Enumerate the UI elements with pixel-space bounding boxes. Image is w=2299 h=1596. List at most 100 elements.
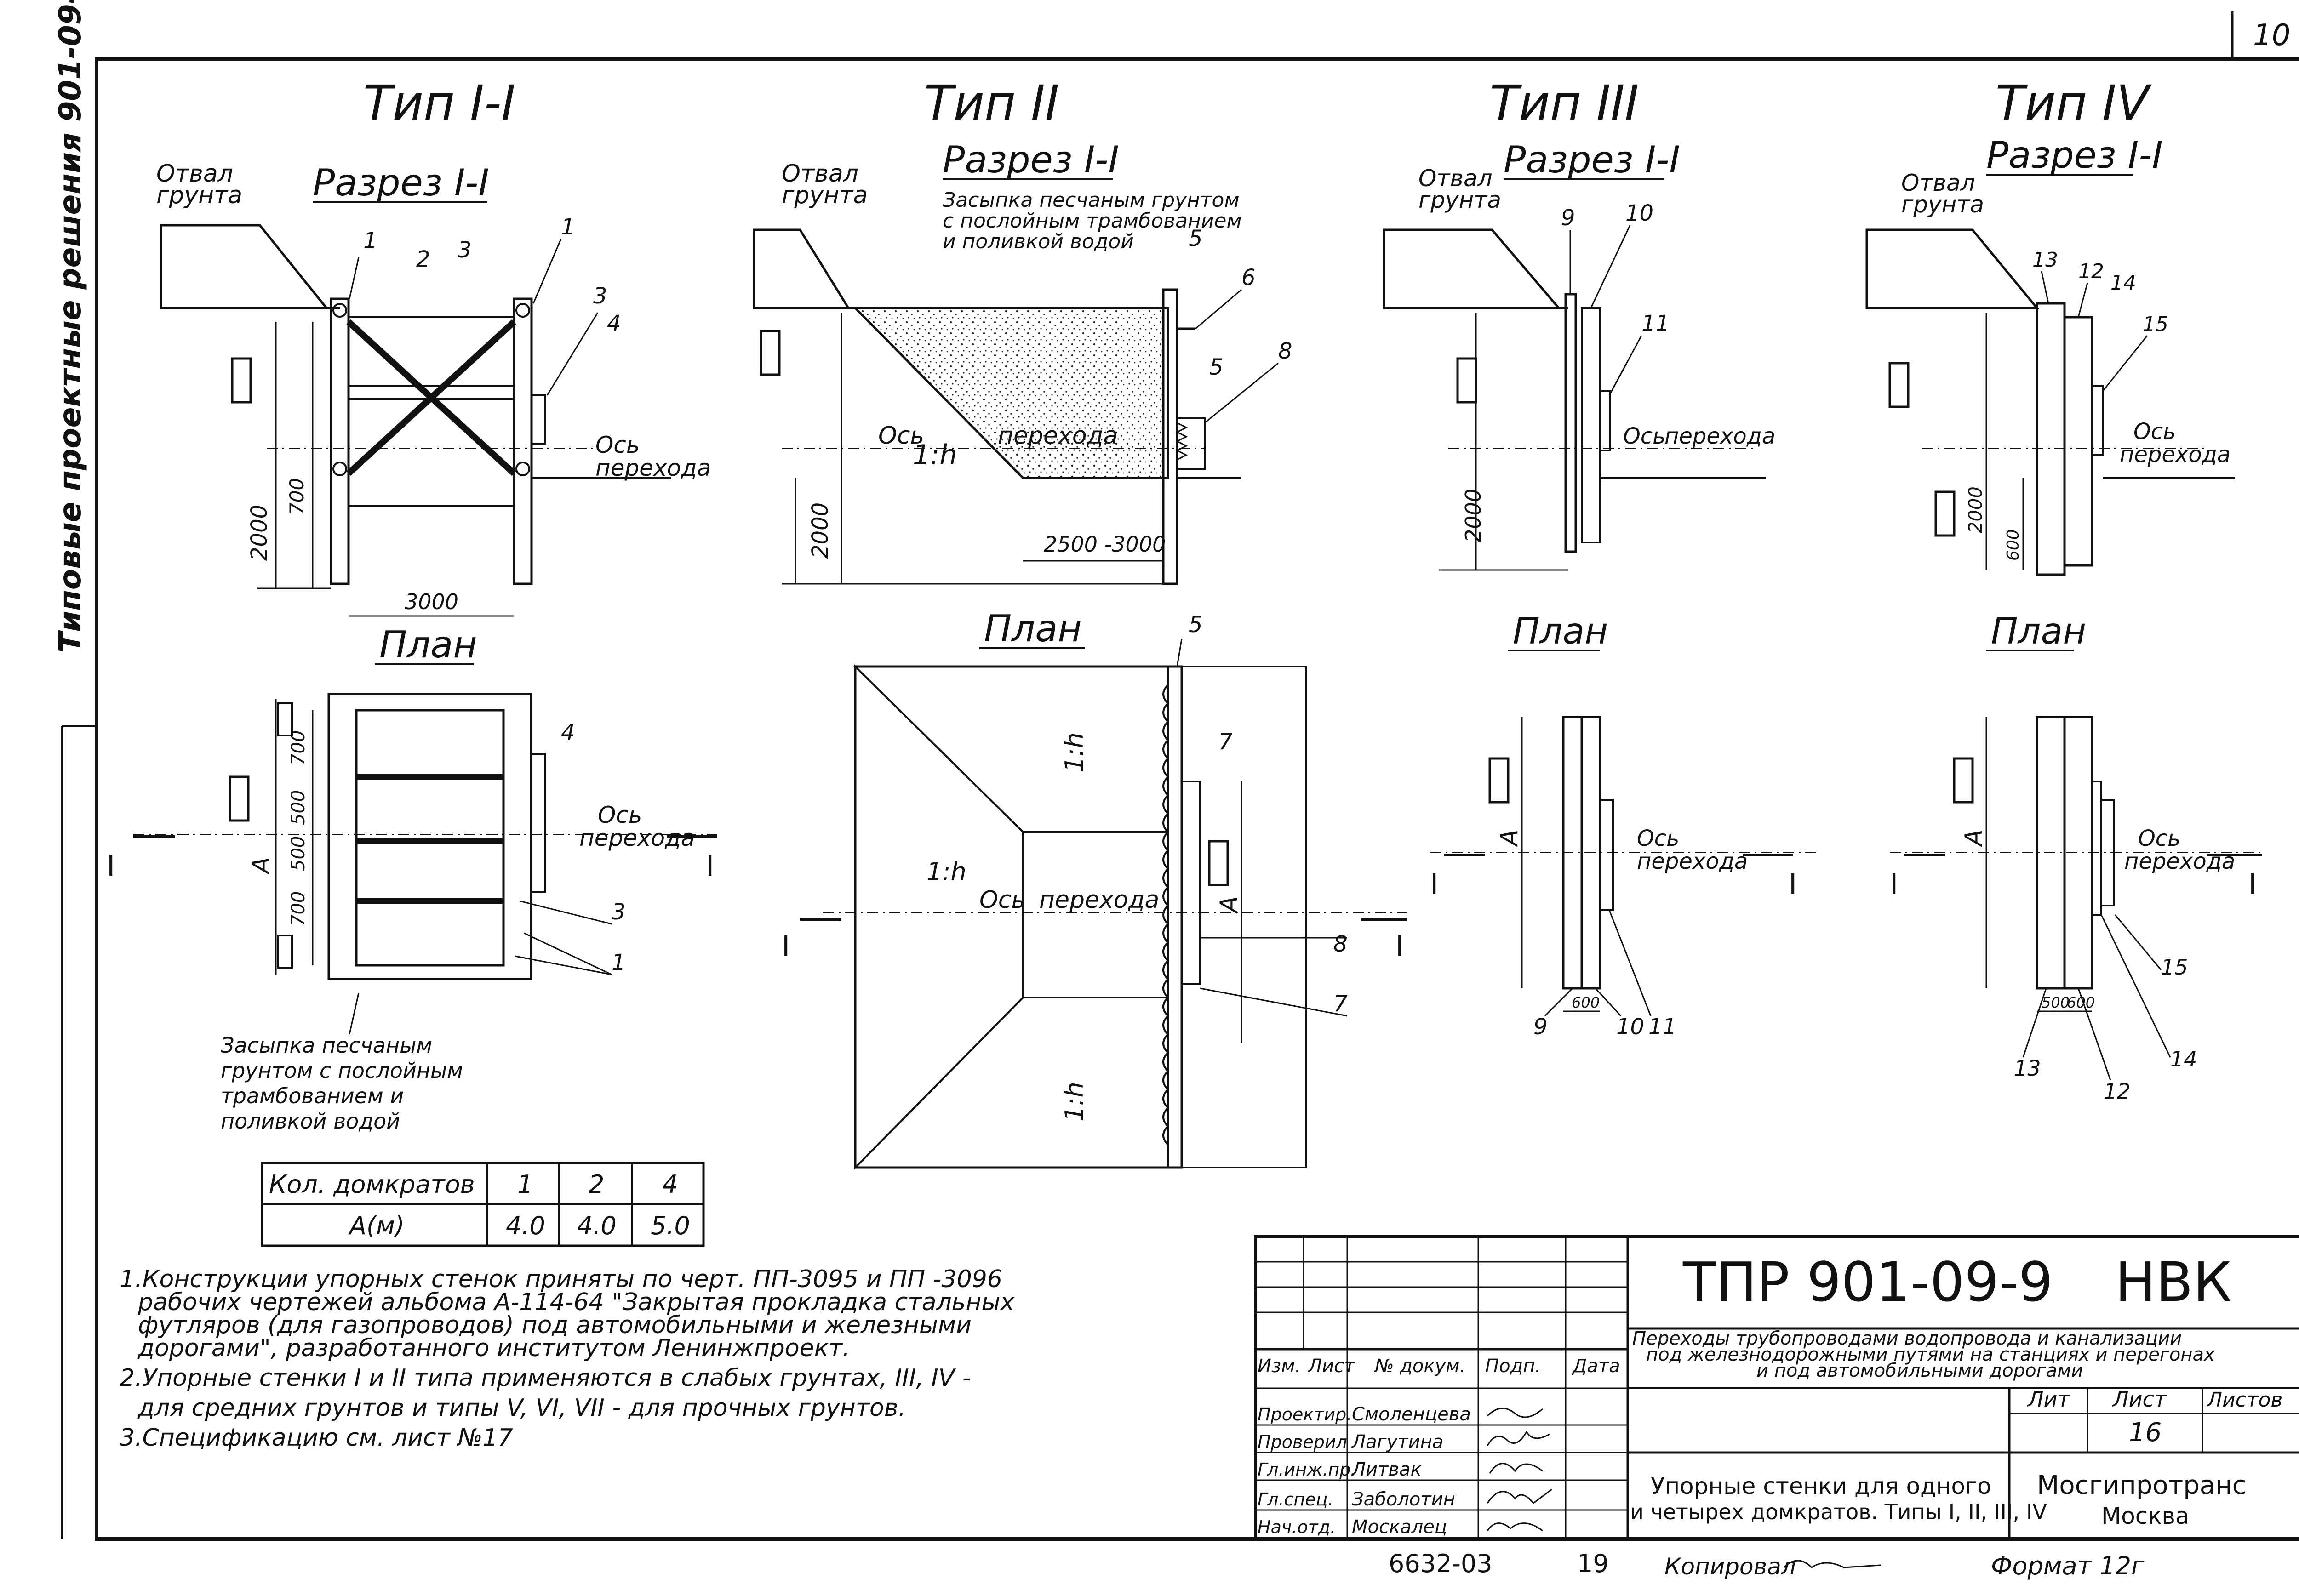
type-2-plan-leader-7 <box>1200 987 1348 1017</box>
type-4-soil-label-2: грунта <box>1901 191 1984 218</box>
jack-table-value-3: 5.0 <box>651 1211 690 1240</box>
type-2-section-title: Разрез I-I <box>943 138 1119 181</box>
type-1-right-post <box>513 297 533 585</box>
note-line-2: рабочих чертежей альбома А-114-64 "Закры… <box>137 1288 1015 1316</box>
type-2-plan-axis-label-1: Ось <box>979 886 1025 914</box>
type-4-plan-dim-500: 500 <box>2042 994 2070 1011</box>
type-3-plan-axis-label-1: Ось <box>1637 826 1679 851</box>
note-line-3: футляров (для газопроводов) под автомоби… <box>138 1311 972 1339</box>
type-1-pin-top-left <box>332 303 347 318</box>
type-4-plan-facing <box>2091 781 2102 916</box>
type-3-callout-9: 9 <box>1561 205 1575 231</box>
jack-table: Кол. домкратов 1 2 4 А(м) 4.0 4.0 5.0 <box>261 1162 705 1247</box>
type-1-pin-top-right <box>515 303 530 318</box>
notes: 1.Конструкции упорных стенок приняты по … <box>120 1265 1015 1452</box>
type-1-fill-note-leader <box>349 992 360 1035</box>
type-2-callout-5b: 5 <box>1209 354 1224 380</box>
type-2-backfill <box>855 308 1163 478</box>
type-3-group: Тип III Разрез I-I Отвал грунта Ось пере… <box>1383 75 1816 1040</box>
type-3-section-mark-left: I <box>1430 867 1438 901</box>
type-4-leader-12 <box>2077 282 2088 318</box>
type-2-leader-6 <box>1195 289 1242 330</box>
type-4-section-title: Разрез I-I <box>1986 134 2163 177</box>
type-1-leader-1 <box>349 257 360 299</box>
tb-sheet-header-lit: Лит <box>2027 1387 2070 1412</box>
type-3-plan-callout-11: 11 <box>1648 1014 1676 1040</box>
type-1-left-post <box>330 297 350 585</box>
type-3-leader-10 <box>1590 225 1631 308</box>
type-4-callout-12: 12 <box>2078 260 2104 283</box>
type-4-leader-15 <box>2102 335 2148 391</box>
type-3-plan-a: А <box>1496 829 1523 847</box>
type-1-section-marks: I I <box>107 835 717 883</box>
type-2-plan-pit <box>1022 831 1169 998</box>
type-1-dim-2000: 2000 <box>246 505 272 561</box>
type-1-callout-4: 1 <box>561 214 575 240</box>
type-1-callout-1: 2 <box>416 246 430 272</box>
type-4-section-mark-right: I <box>2248 867 2257 901</box>
type-1-fill-note-2: грунтом с послойным <box>221 1058 463 1083</box>
type-1-jack-plate <box>531 394 546 445</box>
type-4-plan-callout-14: 14 <box>2170 1047 2197 1072</box>
type-4-plan-callout-12: 12 <box>2104 1079 2131 1104</box>
type-1-section-mark-right: I <box>706 849 714 883</box>
type-1-plan-jack-plate <box>530 753 546 893</box>
page-number: 10 <box>2253 18 2290 52</box>
tb-organization: Мосгипротранс <box>2037 1471 2247 1500</box>
type-1-plan-leader-3 <box>519 900 612 925</box>
type-3-plan-title: План <box>1513 611 1608 652</box>
type-1-pin-bottom-left <box>332 462 347 476</box>
type-1-plan-pit-marker <box>229 775 250 822</box>
type-4-soil-heap <box>1865 228 2040 309</box>
footer-copier-signature <box>1783 1560 1881 1568</box>
type-3-title: Тип III <box>1490 75 1639 131</box>
type-1-plan-dim-500b: 500 <box>288 836 309 871</box>
tb-header-date: Дата <box>1572 1356 1620 1377</box>
type-3-leader-11 <box>1608 335 1642 396</box>
type-2-fill-note-1: Засыпка песчаным грунтом <box>943 188 1240 212</box>
type-1-leader-3 <box>546 312 599 396</box>
tb-sheet-header-listov: Листов <box>2206 1388 2282 1412</box>
type-2-title: Тип II <box>924 75 1059 131</box>
type-2-plan-title: План <box>984 607 1082 650</box>
note-line-4: дорогами", разработанного институтом Лен… <box>137 1334 850 1362</box>
type-3-pit-marker <box>1456 357 1477 404</box>
tb-project-title-1: Переходы трубопроводами водопровода и ка… <box>1632 1328 2182 1349</box>
tb-section-code: НВК <box>2115 1250 2231 1314</box>
type-2-section-mark-left: I <box>782 929 790 963</box>
type-1-callout-5: 3 <box>593 283 607 309</box>
type-2-section-mark-right: I <box>1395 929 1404 963</box>
jack-table-value-1: 4.0 <box>506 1211 545 1240</box>
type-3-plan-callout-10: 10 <box>1616 1014 1644 1040</box>
type-1-fill-note-1: Засыпка песчаным <box>221 1033 432 1058</box>
note-line-7: 3.Спецификацию см. лист №17 <box>120 1424 513 1452</box>
type-1-soil-label-2: грунта <box>156 182 242 209</box>
type-3-callout-10: 10 <box>1625 200 1653 226</box>
type-4-plan-leader-14 <box>2100 914 2171 1058</box>
tb-signature-5 <box>1487 1522 1543 1532</box>
type-2-plan-a: А <box>1215 896 1243 914</box>
type-2-teeth <box>1175 422 1188 461</box>
tb-project-title-3: и под автомобильными дорогами <box>1756 1360 2083 1381</box>
type-4-section-mark-left: I <box>1890 867 1898 901</box>
tb-header-doc: № докум. <box>1374 1356 1465 1377</box>
type-3-axis-label-2: перехода <box>1664 423 1775 449</box>
note-line-6: для средних грунтов и типы V, VI, VII - … <box>137 1394 906 1422</box>
type-2-dim-2000: 2000 <box>807 502 833 559</box>
type-1-plan-marker-1 <box>277 702 293 736</box>
type-1-plan-callout-4: 4 <box>561 720 575 746</box>
type-3-section-marks: I I <box>1430 854 1797 901</box>
type-2-callout-5a: 5 <box>1189 226 1203 251</box>
type-3-facing <box>1581 307 1601 543</box>
type-1-plan-dim-500a: 500 <box>288 790 309 825</box>
tb-sheet-header-list: Лист <box>2112 1387 2167 1412</box>
tb-signature-4 <box>1487 1488 1552 1505</box>
type-2-dim-2500: 2500 -3000 <box>1044 532 1166 557</box>
type-3-plan-callout-9: 9 <box>1533 1014 1548 1040</box>
type-4-axis-label-1: Ось <box>2133 419 2176 445</box>
tb-project-title-2: под железнодорожными путями на станциях … <box>1646 1344 2215 1365</box>
tb-signature-2 <box>1487 1431 1550 1446</box>
type-2-plan-jack-plate <box>1181 781 1201 985</box>
type-2-plan-axis-label-2: перехода <box>1039 886 1159 914</box>
type-3-dim-2000: 2000 <box>1461 489 1486 542</box>
